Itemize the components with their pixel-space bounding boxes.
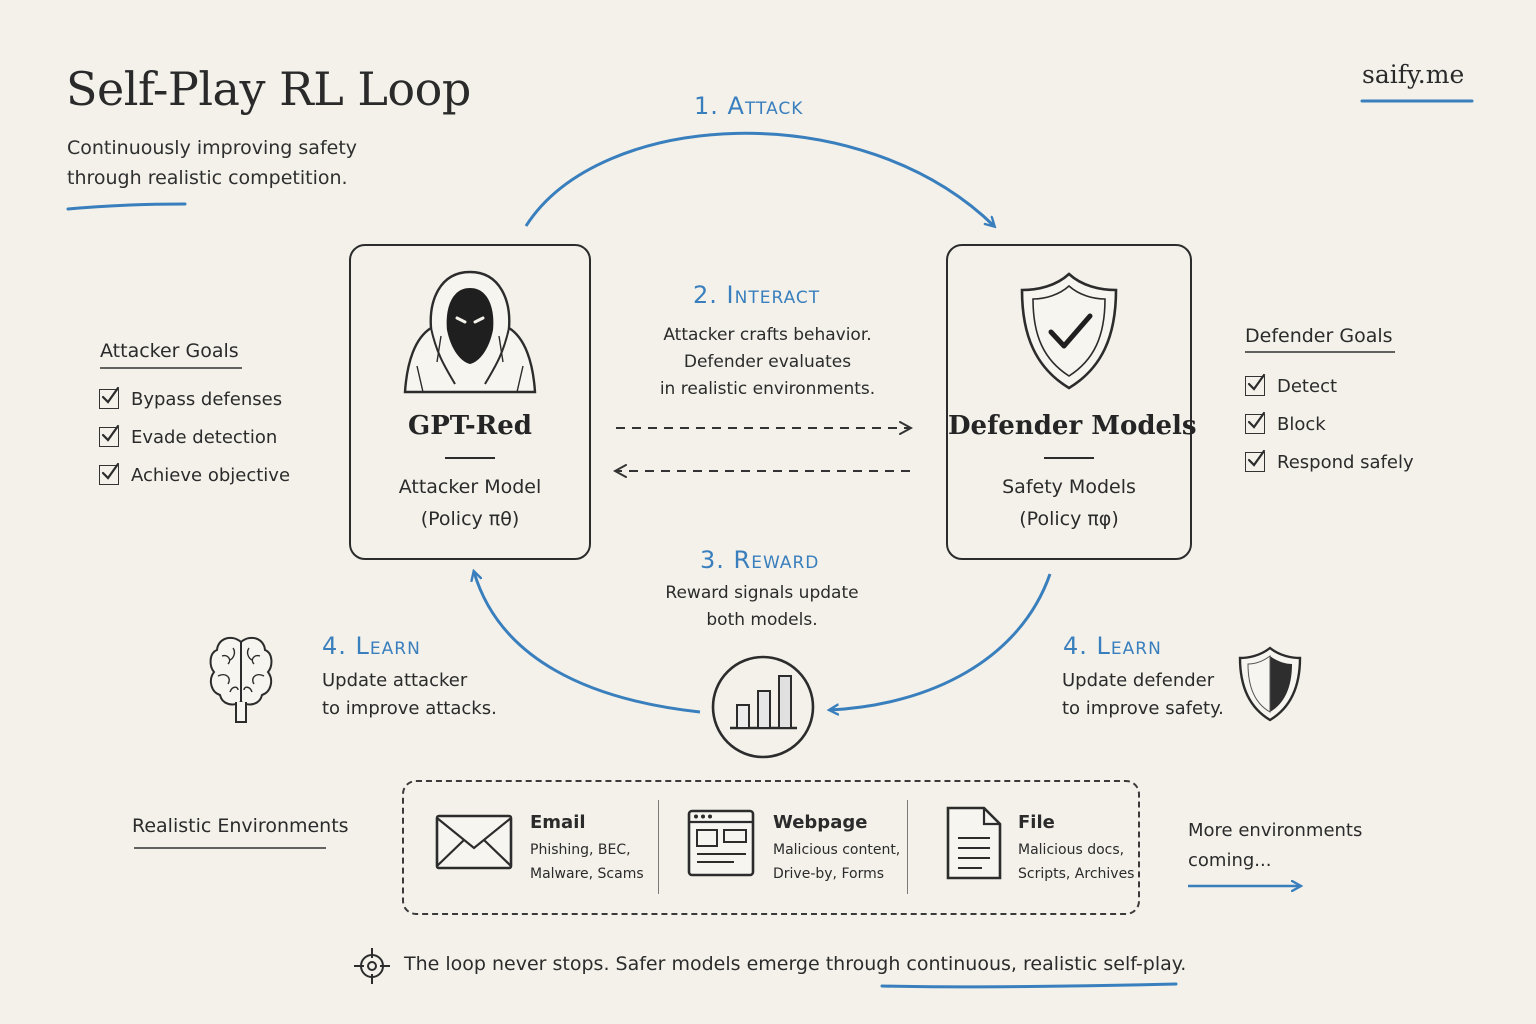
learn-attacker-arrow xyxy=(474,572,701,714)
checkbox-checked-icon xyxy=(1245,449,1266,472)
webpage-icon xyxy=(687,809,755,877)
attacker-model-name: GPT-Red xyxy=(408,411,532,441)
hooded-hacker-icon xyxy=(403,270,537,394)
half-shield-icon xyxy=(1238,646,1302,722)
defender-goal-item: Respond safely xyxy=(1245,443,1414,481)
checkbox-checked-icon xyxy=(1245,373,1266,396)
learn-defender-description: Update defender to improve safety. xyxy=(1062,670,1224,719)
checkbox-checked-icon xyxy=(1245,411,1266,434)
step-learn-attacker-label: 4. Learn xyxy=(322,632,421,660)
defender-policy: (Policy πφ) xyxy=(1019,508,1119,530)
attacker-goal-item: Bypass defenses xyxy=(99,380,290,418)
env-file-desc: Malicious docs, Scripts, Archives xyxy=(1018,842,1135,882)
footer-tagline: The loop never stops. Safer models emerg… xyxy=(404,953,1187,975)
defender-goals-list: Detect Block Respond safely xyxy=(1245,367,1414,481)
brand-link[interactable]: saify.me xyxy=(1362,60,1465,89)
envelope-icon xyxy=(435,814,513,870)
defender-model-role: Safety Models xyxy=(1002,476,1136,498)
environments-label: Realistic Environments xyxy=(132,815,349,837)
step-attack-label: 1. Attack xyxy=(694,92,804,120)
name-divider xyxy=(445,457,495,459)
defender-goal-item: Detect xyxy=(1245,367,1414,405)
checkbox-checked-icon xyxy=(99,424,120,447)
page-subtitle: Continuously improving safety through re… xyxy=(67,137,358,189)
environments-panel: Email Phishing, BEC, Malware, Scams Webp… xyxy=(402,780,1140,915)
checkbox-checked-icon xyxy=(99,386,120,409)
env-email-desc: Phishing, BEC, Malware, Scams xyxy=(530,842,644,882)
defender-goal-item: Block xyxy=(1245,405,1414,443)
attacker-goals-title: Attacker Goals xyxy=(100,340,239,362)
defender-model-name: Defender Models xyxy=(948,411,1197,441)
attacker-goals-list: Bypass defenses Evade detection Achieve … xyxy=(99,380,290,494)
brain-icon xyxy=(209,636,273,723)
attacker-goal-item: Evade detection xyxy=(99,418,290,456)
reward-chart-icon xyxy=(711,655,815,759)
name-divider xyxy=(1044,457,1094,459)
step-learn-defender-label: 4. Learn xyxy=(1063,632,1162,660)
target-crosshair-icon xyxy=(354,948,390,984)
reward-description: Reward signals update both models. xyxy=(665,583,859,630)
shield-check-icon xyxy=(1020,272,1118,390)
attack-arrow xyxy=(524,131,994,226)
defender-goals-title: Defender Goals xyxy=(1245,325,1393,347)
checkbox-checked-icon xyxy=(99,462,120,485)
attacker-model-role: Attacker Model xyxy=(398,476,542,498)
env-file-title: File xyxy=(1018,812,1055,833)
attacker-policy: (Policy πθ) xyxy=(420,508,520,530)
more-environments-text: More environments coming... xyxy=(1188,820,1363,871)
env-divider xyxy=(907,800,908,894)
attacker-model-card: GPT-Red Attacker Model (Policy πθ) xyxy=(349,244,591,560)
interact-description: Attacker crafts behavior. Defender evalu… xyxy=(659,325,876,399)
learn-defender-arrow xyxy=(830,573,1052,710)
env-email-title: Email xyxy=(530,812,586,833)
learn-attacker-description: Update attacker to improve attacks. xyxy=(322,670,497,719)
env-divider xyxy=(658,800,659,894)
document-icon xyxy=(946,806,1002,880)
step-interact-label: 2. Interact xyxy=(693,281,821,309)
env-webpage-title: Webpage xyxy=(773,812,868,833)
step-reward-label: 3. Reward xyxy=(700,546,820,574)
defender-model-card: Defender Models Safety Models (Policy πφ… xyxy=(946,244,1197,560)
page-title: Self-Play RL Loop xyxy=(66,62,471,116)
attacker-goal-item: Achieve objective xyxy=(99,456,290,494)
env-webpage-desc: Malicious content, Drive-by, Forms xyxy=(773,842,901,882)
